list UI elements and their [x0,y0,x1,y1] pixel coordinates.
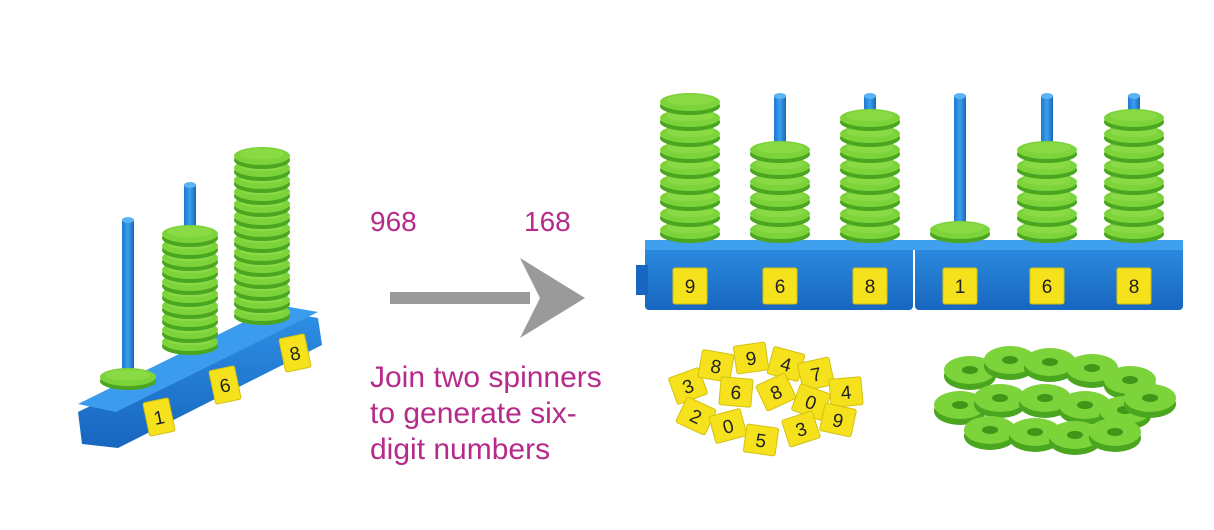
ring [840,109,900,131]
large-abacus: 9 6 8 1 6 8 [636,93,1183,310]
number-card: 7 [797,356,835,392]
small-abacus: 1 6 8 [78,147,322,448]
number-card: 2 [675,396,717,436]
loose-ring [1019,384,1071,418]
number-card-label: 6 [1042,277,1053,298]
right-number-label: 168 [524,206,571,237]
rod [100,217,156,390]
loose-ring [964,416,1016,450]
number-card: 0 [708,408,748,444]
number-card: 6 [762,267,798,305]
number-card-label: 8 [865,277,876,298]
number-card: 1 [942,267,978,305]
number-card-label: 9 [745,348,758,370]
loose-ring [1024,348,1076,382]
left-number-label: 968 [370,206,417,237]
number-card: 0 [791,383,831,421]
number-card-label: 9 [685,277,696,298]
small-abacus-base [78,312,322,448]
loose-ring [984,346,1036,380]
rod [1104,93,1164,243]
number-card: 8 [278,333,312,373]
number-card: 6 [208,365,242,405]
number-card: 6 [718,376,754,408]
number-card-label: 8 [1129,277,1140,298]
loose-ring [1124,384,1176,418]
number-card: 8 [852,267,888,305]
number-card-label: 1 [152,407,167,430]
number-card: 8 [697,349,735,383]
rod [660,93,720,243]
number-card-label: 8 [709,356,723,379]
number-card-label: 7 [809,364,824,387]
loose-rings [934,346,1176,455]
number-card: 9 [672,267,708,305]
number-card: 6 [1029,267,1065,305]
ring [1017,141,1077,163]
loose-ring [1049,421,1101,455]
rod [930,93,990,243]
number-card: 9 [819,402,857,438]
number-card-label: 6 [218,375,233,398]
number-card-label: 0 [721,416,737,439]
number-card: 8 [1116,267,1152,305]
number-card-label: 6 [730,383,742,405]
loose-ring [944,356,996,390]
ring [660,93,720,115]
rod [234,147,290,325]
description-line: to generate six- [370,397,577,430]
number-card-label: 1 [955,277,966,298]
number-card-label: 6 [775,277,786,298]
rod [1017,93,1077,243]
number-card: 4 [828,376,864,408]
loose-ring [974,384,1026,418]
loose-ring [1089,418,1141,452]
number-card-label: 9 [830,410,845,433]
number-card: 3 [781,410,821,448]
loose-ring [1009,418,1061,452]
loose-ring [1059,391,1111,425]
arrow-icon [390,258,585,338]
ring [1104,109,1164,131]
number-card: 8 [755,372,797,412]
ring [750,141,810,163]
number-card: 1 [142,397,176,437]
ring [234,147,290,169]
number-card: 5 [742,423,780,457]
number-card-label: 5 [754,430,767,452]
description-line: Join two spinners [370,361,602,394]
number-card-label: 4 [840,383,853,405]
number-card: 9 [732,341,770,375]
number-card-label: 8 [288,343,303,366]
rod [750,93,810,243]
description-text: Join two spinners to generate six- digit… [370,360,610,468]
rod [840,93,900,243]
number-card: 4 [766,346,806,382]
ring [100,368,156,390]
loose-ring [934,391,986,425]
ring [162,225,218,247]
ring [930,221,990,243]
description-line: digit numbers [370,433,551,466]
rod [162,182,218,355]
